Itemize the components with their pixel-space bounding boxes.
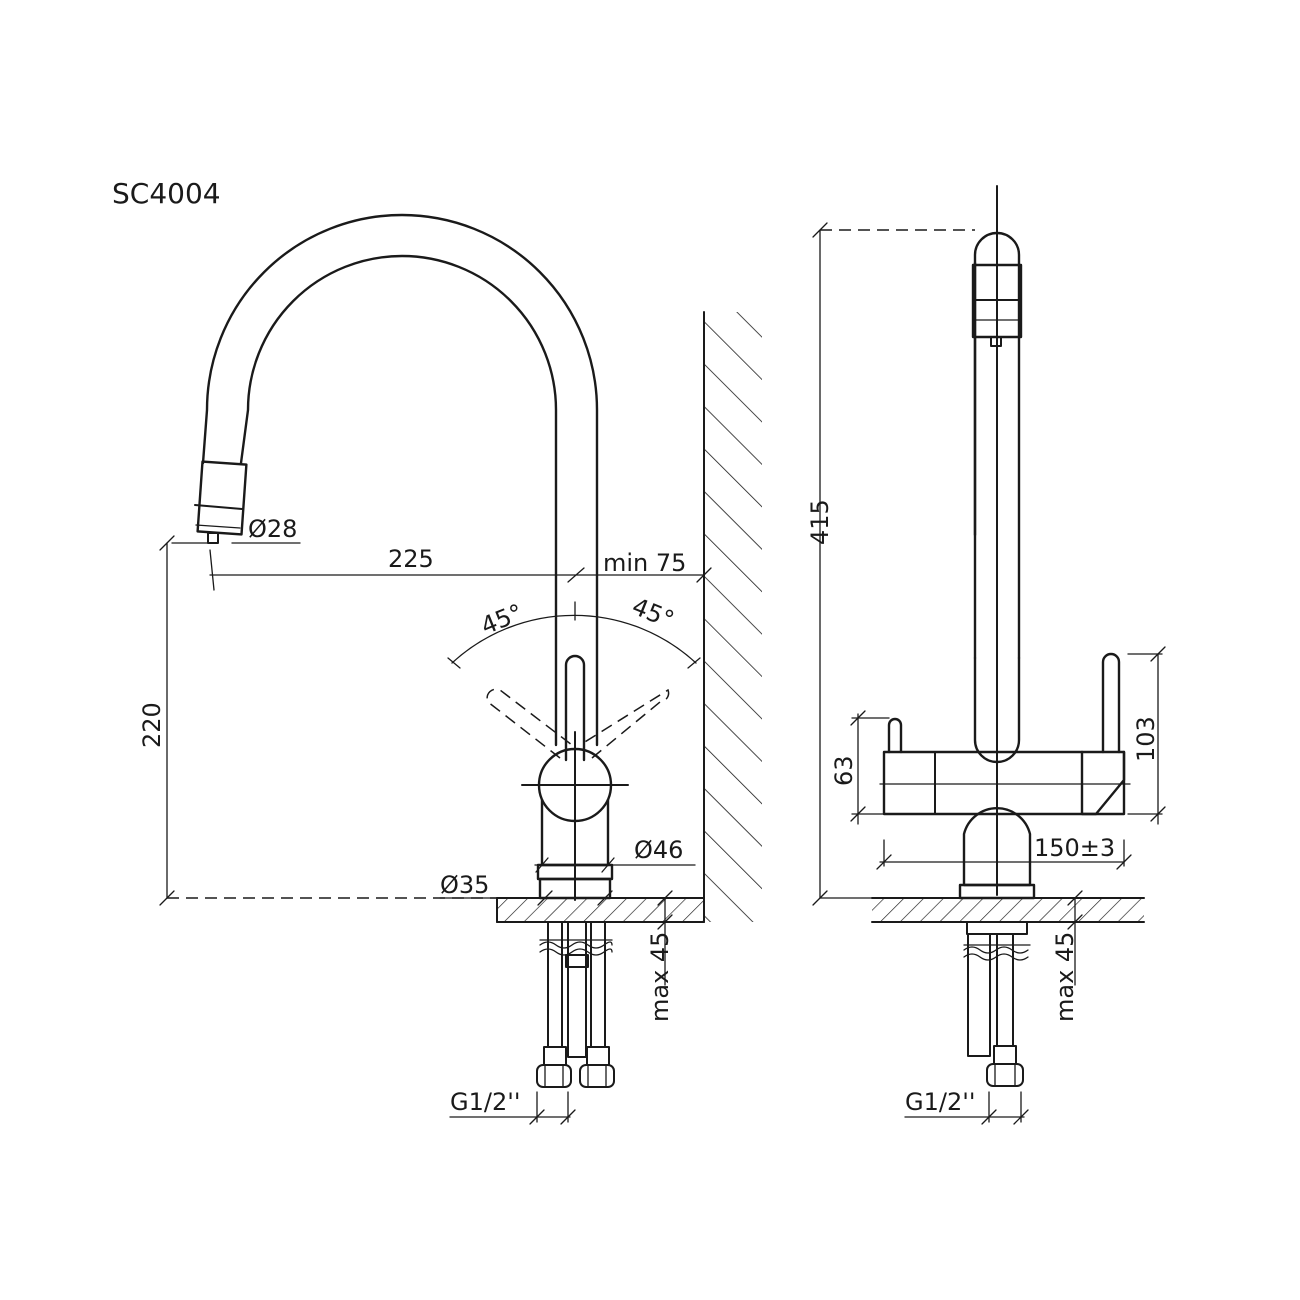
- dim-lever-height: 103: [1127, 646, 1166, 825]
- label-overall-height: 415: [806, 499, 834, 545]
- label-swivel-right: 45°: [628, 592, 678, 634]
- label-swivel-left: 45°: [477, 598, 527, 640]
- label-reach: 225: [388, 545, 434, 573]
- label-spout-diameter: Ø28: [248, 515, 297, 543]
- dim-thread-side: G1/2'': [904, 1088, 1029, 1125]
- dim-max-thickness-side: max 45: [1051, 890, 1083, 1022]
- dim-base-diameter: Ø35: [439, 871, 613, 906]
- label-body-height: 63: [830, 755, 858, 786]
- faucet-body-side: [879, 652, 1131, 900]
- hoses: [536, 921, 615, 1088]
- dim-spout-diameter: Ø28: [171, 515, 301, 544]
- countertop-side: [871, 897, 1145, 923]
- label-body-diameter: Ø46: [634, 836, 683, 864]
- dim-max-thickness: max 45: [646, 890, 674, 1022]
- label-thread-side: G1/2'': [905, 1088, 975, 1116]
- wall: [703, 311, 762, 923]
- lever: [564, 654, 586, 762]
- lever-swivel-positions: [486, 688, 670, 759]
- dim-overall-height: 415: [806, 222, 975, 906]
- label-max-thickness: max 45: [646, 932, 674, 1022]
- label-base-diameter: Ø35: [440, 871, 489, 899]
- label-wall-clearance: min 75: [603, 549, 686, 577]
- dim-body-diameter: Ø46: [534, 836, 696, 873]
- dim-body-height: 63: [830, 710, 890, 825]
- hoses-side: [963, 921, 1031, 1087]
- spout: [194, 213, 599, 747]
- dim-body-width: 150±3: [876, 834, 1132, 870]
- faucet-body: [521, 731, 629, 901]
- front-view: Ø28 225 min 75 45° 45° 220: [138, 213, 762, 1125]
- dim-thread: G1/2'': [449, 1088, 576, 1125]
- side-view: 415 103 63 150±3: [806, 185, 1166, 1125]
- label-max-thickness-side: max 45: [1051, 932, 1079, 1022]
- dim-reach: 225 min 75: [209, 545, 712, 591]
- label-lever-height: 103: [1132, 716, 1160, 762]
- spout-side: [971, 185, 1023, 896]
- dim-height: 220: [138, 535, 497, 906]
- model-title: SC4004: [112, 177, 221, 210]
- label-body-width: 150±3: [1034, 834, 1115, 862]
- label-height: 220: [138, 702, 166, 748]
- label-thread: G1/2'': [450, 1088, 520, 1116]
